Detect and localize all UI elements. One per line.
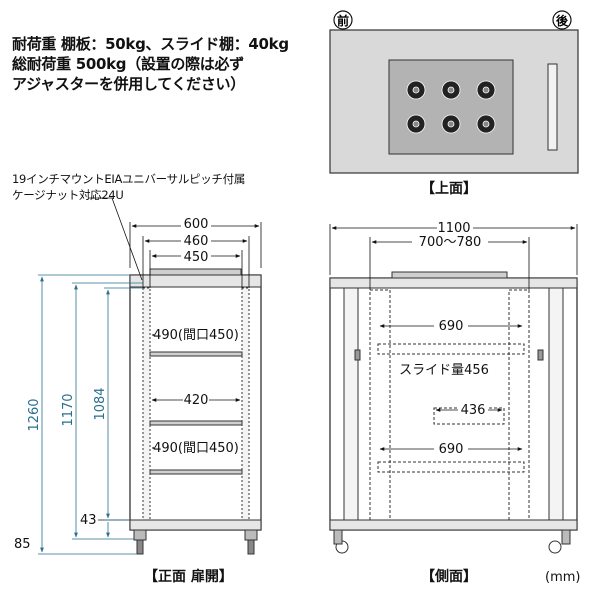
front-vertical-dimensions xyxy=(38,274,143,555)
front-label: 前 xyxy=(337,13,349,28)
dim-rail-width: 450 xyxy=(184,250,209,265)
top-view-caption: 【上面】 xyxy=(421,181,477,197)
right-rail xyxy=(241,287,250,521)
mount-note-leader xyxy=(88,197,143,281)
dim-foot-height: 85 xyxy=(14,537,31,552)
foot-right xyxy=(244,529,258,541)
back-label: 後 xyxy=(556,13,569,28)
load-note-line3: アジャスターを併用してください） xyxy=(12,75,245,93)
side-upper-span-bg xyxy=(434,318,468,333)
caster-right-icon xyxy=(548,540,562,554)
adjuster-right xyxy=(247,539,255,555)
top-view: 前 後 xyxy=(329,10,579,174)
side-lower-span-bg xyxy=(434,441,468,456)
shelf-upper xyxy=(149,351,243,357)
front-view xyxy=(129,268,262,555)
mount-note-line1: 19インチマウントEIAユニバーサルピッチ付属 xyxy=(12,172,246,186)
inner-width-bg xyxy=(181,233,211,247)
side-front-handle xyxy=(354,349,361,361)
shelf-lower xyxy=(149,469,243,475)
front-view-caption: 【正面 扉開】 xyxy=(144,569,233,585)
dim-shelf-lower: 490(間口450) xyxy=(153,441,239,456)
shelf-middle xyxy=(149,420,243,426)
dim-shelf-upper: 490(間口450) xyxy=(153,328,239,343)
dim-outer-depth: 1100 xyxy=(437,221,470,236)
side-view-caption: 【側面】 xyxy=(421,569,477,585)
side-rail-range-bg xyxy=(412,234,488,249)
fan-panel xyxy=(388,59,514,155)
foot-left xyxy=(133,529,147,541)
shelf-mid-bg xyxy=(183,392,209,407)
slide-width-bg xyxy=(458,402,488,417)
side-base xyxy=(329,519,578,531)
side-rear-handle xyxy=(537,349,544,361)
mount-note-line2: ケージナット対応24U xyxy=(12,188,124,202)
dim-rail-height: 1170 xyxy=(61,393,76,426)
dim-total-height: 1260 xyxy=(27,398,42,431)
adjuster-side-left xyxy=(333,529,343,545)
dim-base-offset: 43 xyxy=(80,513,97,528)
side-outer-bg xyxy=(437,221,473,235)
side-front-post xyxy=(343,287,359,521)
dim-upper-span: 690 xyxy=(439,319,464,334)
dim-inner-width: 460 xyxy=(184,234,209,249)
side-shelf-upper xyxy=(377,343,525,355)
side-rear-post xyxy=(548,287,564,521)
shelf-lower-bg xyxy=(154,440,240,455)
dim-slide-width: 436 xyxy=(461,403,486,418)
adjuster-left xyxy=(136,539,144,555)
shelf-upper-bg xyxy=(154,327,240,342)
back-marker-icon xyxy=(552,10,572,30)
fan-icon-group xyxy=(406,80,496,134)
side-shelf-lower xyxy=(377,461,525,473)
slide-label-bg xyxy=(398,362,490,377)
dim-usable-height: 1084 xyxy=(93,387,108,420)
side-body xyxy=(329,277,578,531)
rear-handle xyxy=(547,63,558,151)
unit-label: (mm) xyxy=(545,570,581,585)
front-base xyxy=(129,519,262,531)
dim-outer-width: 600 xyxy=(184,217,209,232)
load-note-line2: 総耐荷重 500kg（設置の際は必ず xyxy=(12,55,244,73)
dim-slide-label: スライド量456 xyxy=(399,363,489,378)
side-top-panel xyxy=(391,271,508,279)
left-rail xyxy=(142,287,151,521)
adjuster-side-right xyxy=(561,529,571,545)
rail-width-bg xyxy=(181,249,211,263)
dim-lower-span: 690 xyxy=(439,442,464,457)
front-marker-icon xyxy=(333,10,353,30)
side-top-frame xyxy=(329,277,578,289)
dim-rail-range: 700〜780 xyxy=(419,235,482,250)
load-note-line1: 耐荷重 棚板：50kg、スライド棚：40kg xyxy=(12,35,289,53)
outer-width-bg xyxy=(181,217,211,231)
front-top-panel xyxy=(149,268,242,276)
dim-shelf-mid: 420 xyxy=(184,393,209,408)
side-view xyxy=(329,271,578,554)
